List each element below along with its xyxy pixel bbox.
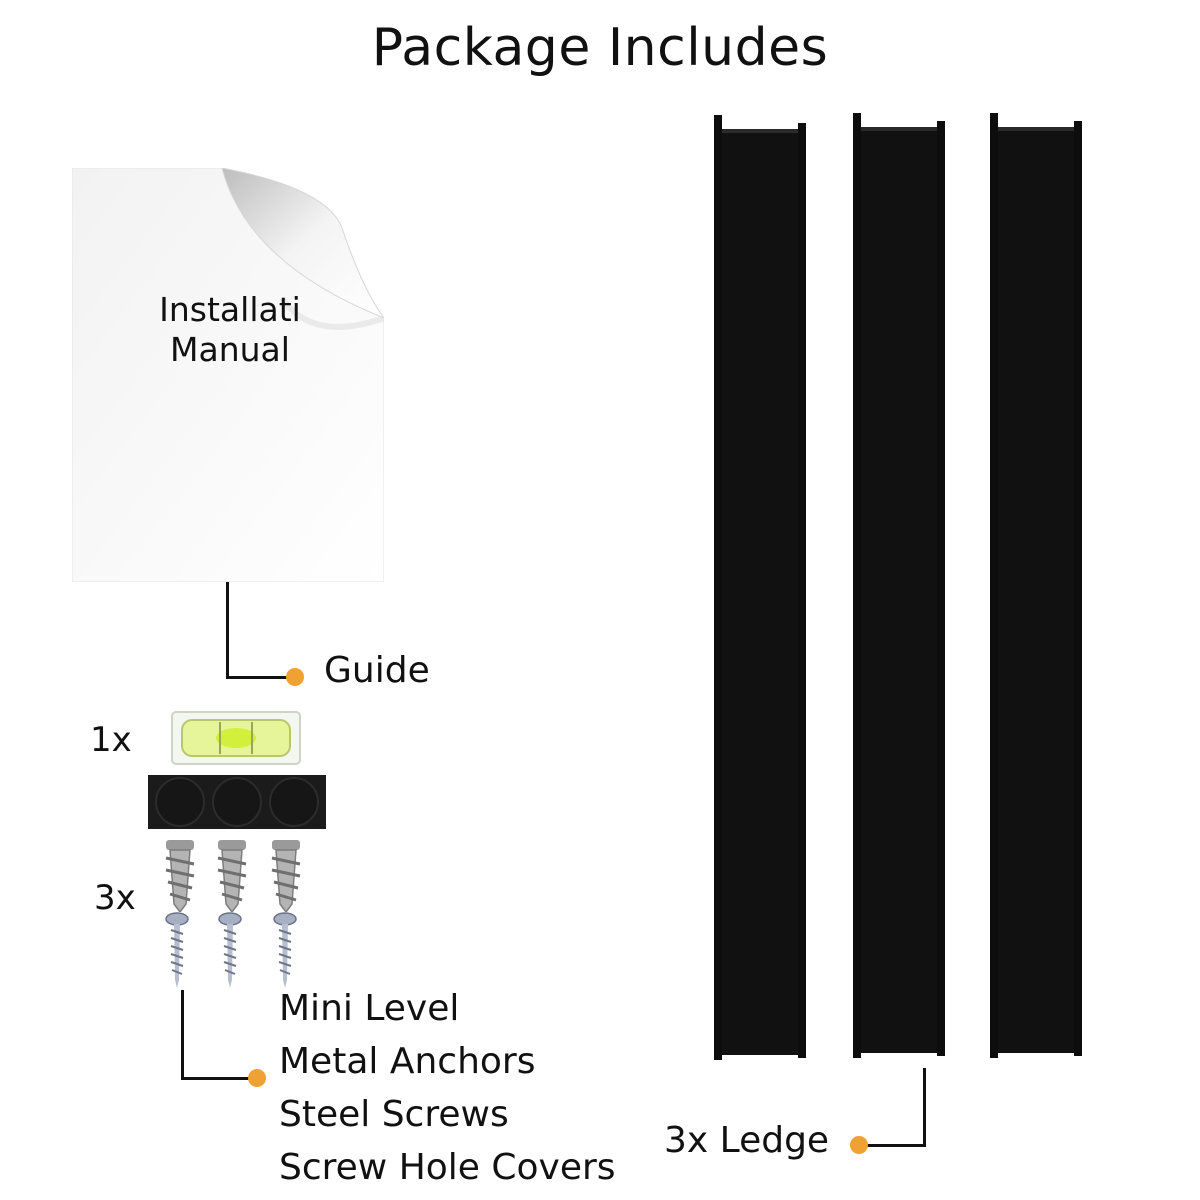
manual-title-line2: Manual (170, 329, 290, 369)
metal-anchor-icon (214, 838, 250, 912)
ledge-leader-vertical (923, 1068, 926, 1147)
guide-dot (286, 668, 304, 686)
item-mini-level: Mini Level (279, 988, 460, 1029)
manual-title: Installati Manual (120, 290, 340, 369)
guide-leader-vertical (226, 582, 229, 678)
hardware-leader-horizontal (181, 1077, 255, 1080)
ledge-rail-icon (714, 115, 806, 1060)
mini-level-icon (170, 710, 302, 766)
metal-anchor-icon (162, 838, 198, 912)
ledge-label: 3x Ledge (664, 1120, 830, 1161)
guide-leader-horizontal (226, 676, 294, 679)
steel-screw-icon (272, 912, 298, 988)
manual-title-line1: Installati (159, 290, 301, 329)
metal-anchor-icon (268, 838, 304, 912)
ledge-rail-icon (853, 113, 945, 1058)
item-steel-screws: Steel Screws (279, 1094, 509, 1135)
manual-page-icon (72, 168, 384, 582)
steel-screw-icon (164, 912, 190, 988)
steel-screw-icon (217, 912, 243, 988)
ledge-leader-horizontal (860, 1144, 926, 1147)
item-screw-hole-covers: Screw Hole Covers (279, 1147, 616, 1188)
hole-cover-strip-icon (148, 775, 326, 829)
hardware-count: 3x (94, 878, 136, 918)
guide-label: Guide (324, 650, 430, 691)
page-title: Package Includes (371, 18, 829, 78)
hardware-leader-vertical (181, 990, 184, 1080)
ledge-dot (850, 1136, 868, 1154)
hardware-item-list: Mini Level Metal Anchors Steel Screws Sc… (279, 988, 616, 1200)
level-count: 1x (90, 720, 132, 760)
hardware-dot (248, 1069, 266, 1087)
item-metal-anchors: Metal Anchors (279, 1041, 536, 1082)
ledge-rail-icon (990, 113, 1082, 1058)
